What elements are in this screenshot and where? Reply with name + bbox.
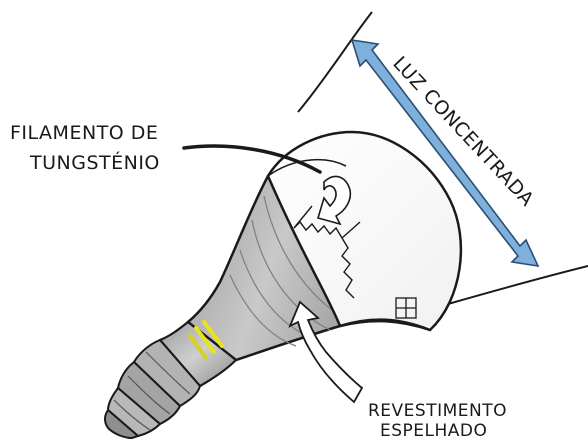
filament-label-line1: FILAMENTO DE [10,122,158,144]
window-reflection-icon [395,297,417,319]
filament-label-line2: TUNGSTÉNIO [29,151,160,174]
filament-callout-line [182,144,322,174]
lamp-face-rim [267,158,347,177]
coating-callout-arrow [288,300,364,404]
lamp-face [266,130,463,332]
reflection-arrow [316,175,352,226]
coating-zigzag [293,205,361,299]
projection-line-top [297,11,373,113]
filament-leads [188,320,224,360]
coating-label-line1: REVESTIMENTO [368,401,507,421]
screw-threads [113,351,191,431]
projection-line-bottom [447,265,588,305]
coating-label-line2: ESPELHADO [380,421,487,439]
light-arrow [350,39,540,268]
